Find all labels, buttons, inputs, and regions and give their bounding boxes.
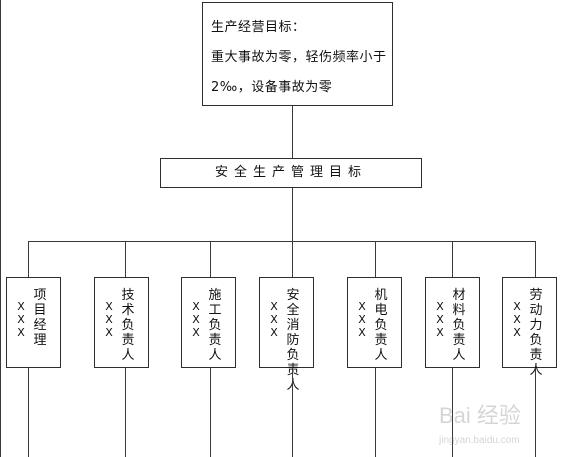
lower-line [292,368,293,457]
role-name: 技术负责人 [121,288,135,363]
lower-line [210,368,211,457]
drop-line [535,241,536,277]
connector-top-mid [292,106,293,158]
watermark-url: jingyan.baidu.com [438,435,520,446]
lower-line [452,368,453,457]
role-name: 机电负责人 [374,288,388,363]
baidu-watermark-logo: Bai 经验 jingyan.baidu.com [438,403,521,446]
lower-line [375,368,376,457]
lower-line [535,368,536,457]
connector-mid-bar [292,188,293,241]
drop-line [210,241,211,277]
drop-line [125,241,126,277]
goal-line-3: 2‰，设备事故为零 [211,80,333,95]
role-box-labor: XXX 劳动力负责人 [502,277,557,378]
drop-line [375,241,376,277]
watermark-text: Bai 经验 [439,403,521,428]
drop-line [28,241,29,277]
distribution-bar [28,241,536,242]
production-goal-box: 生产经营目标： 重大事故为零，轻伤频率小于 2‰，设备事故为零 [202,2,393,106]
left-edge-line [0,0,1,457]
role-name: 施工负责人 [208,288,222,363]
role-name: 劳动力负责人 [529,288,543,378]
role-name: 安全消防负责人 [286,288,300,393]
drop-line [452,241,453,277]
goal-line-1: 生产经营目标： [211,20,306,35]
lower-line [28,368,29,457]
lower-line [125,368,126,457]
role-box-safety-fire: XXX 安全消防负责人 [259,277,314,393]
drop-line [292,241,293,277]
goal-line-2: 重大事故为零，轻伤频率小于 [211,50,387,65]
role-name: 项目经理 [33,288,47,348]
role-name: 材料负责人 [452,288,466,363]
safety-management-goal-box: 安全生产管理目标 [160,158,422,188]
